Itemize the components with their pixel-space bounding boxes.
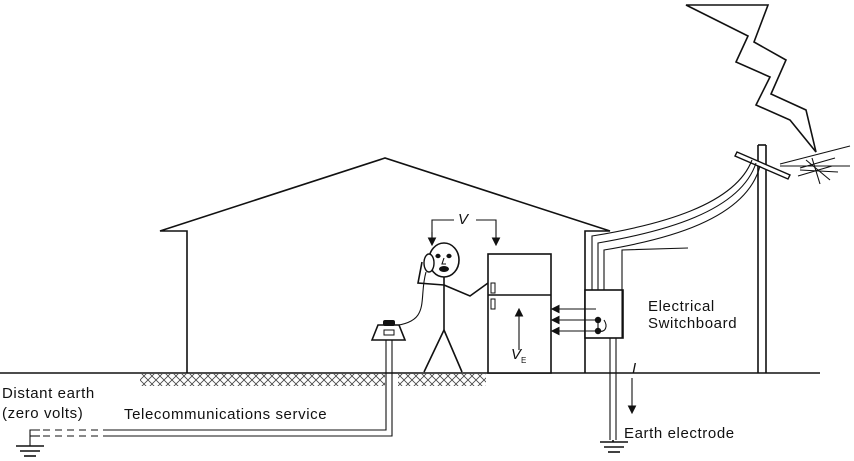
legs: [423, 329, 463, 373]
distant-earth-ground-icon: [16, 445, 44, 457]
earth-electrode-ground-icon: [600, 440, 628, 453]
lightning-bolt-icon: [685, 4, 817, 153]
switchboard-box: [584, 289, 624, 339]
ground: [0, 372, 820, 386]
person-on-phone: [391, 242, 489, 373]
house: [159, 157, 611, 373]
voltage-v-bracket: [427, 219, 501, 247]
cross-arm: [734, 151, 791, 180]
soil-hatch-middle: [398, 374, 486, 386]
earth-electrode-label: Earth electrode: [624, 425, 735, 442]
distant-earth-label-line2: (zero volts): [2, 405, 83, 422]
current-i-label: I: [632, 360, 636, 377]
power-pole: [734, 144, 851, 373]
strike-spark-icon: [797, 157, 839, 185]
arm-holding-phone: [417, 261, 445, 286]
terminal-active: [594, 316, 602, 324]
switchboard-label-line1: Electrical: [648, 298, 715, 315]
service-drop-cable: [591, 159, 761, 290]
arm-touching-fridge: [443, 282, 489, 297]
voltage-v-label: V: [458, 211, 470, 228]
handset-icon: [423, 253, 435, 273]
voltage-ve-label: V: [511, 346, 523, 363]
earth-conductor: [609, 247, 689, 440]
voltage-ve-subscript: E: [521, 356, 526, 365]
refrigerator: [487, 253, 552, 374]
soil-hatch-left: [140, 374, 385, 386]
telecom-line: [29, 340, 393, 446]
appliance-supply-wires: [550, 304, 596, 336]
telephone-icon: [370, 320, 407, 341]
phone-cord: [391, 271, 427, 327]
switchboard-label-line2: Switchboard: [648, 315, 737, 332]
telecom-service-label: Telecommunications service: [124, 406, 327, 423]
distant-earth-label-line1: Distant earth: [2, 385, 95, 402]
